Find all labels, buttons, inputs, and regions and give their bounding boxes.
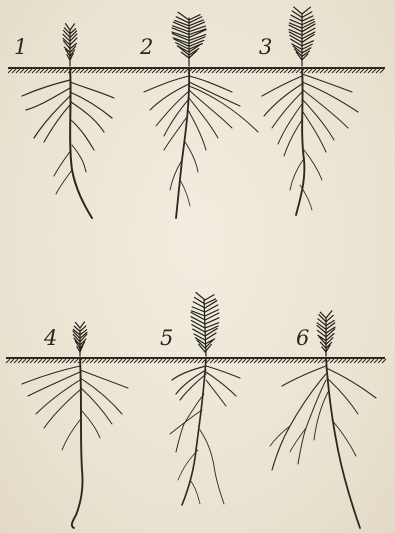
seedling-2 — [144, 12, 258, 218]
ground-line-top — [8, 68, 385, 73]
seedling-4 — [22, 322, 128, 528]
label-2: 2 — [139, 35, 153, 59]
shoot-3 — [289, 7, 315, 66]
label-3: 3 — [259, 35, 272, 59]
roots-5 — [170, 358, 240, 505]
roots-6 — [270, 358, 376, 528]
shoot-1 — [63, 24, 77, 66]
roots-1 — [22, 68, 114, 218]
label-4: 4 — [43, 326, 57, 350]
seedling-6 — [270, 311, 376, 528]
seedling-3 — [262, 7, 358, 215]
shoot-5 — [191, 293, 219, 356]
seedling-5 — [170, 293, 240, 505]
ground-line-bottom — [6, 358, 386, 363]
shoot-4 — [73, 322, 87, 356]
shoot-6 — [317, 311, 335, 356]
label-5: 5 — [160, 326, 173, 350]
shoot-2 — [172, 12, 206, 66]
seedling-1 — [22, 24, 114, 218]
label-6: 6 — [296, 326, 309, 350]
roots-2 — [144, 68, 258, 218]
roots-4 — [22, 358, 128, 528]
label-1: 1 — [14, 35, 27, 59]
roots-3 — [262, 68, 358, 215]
